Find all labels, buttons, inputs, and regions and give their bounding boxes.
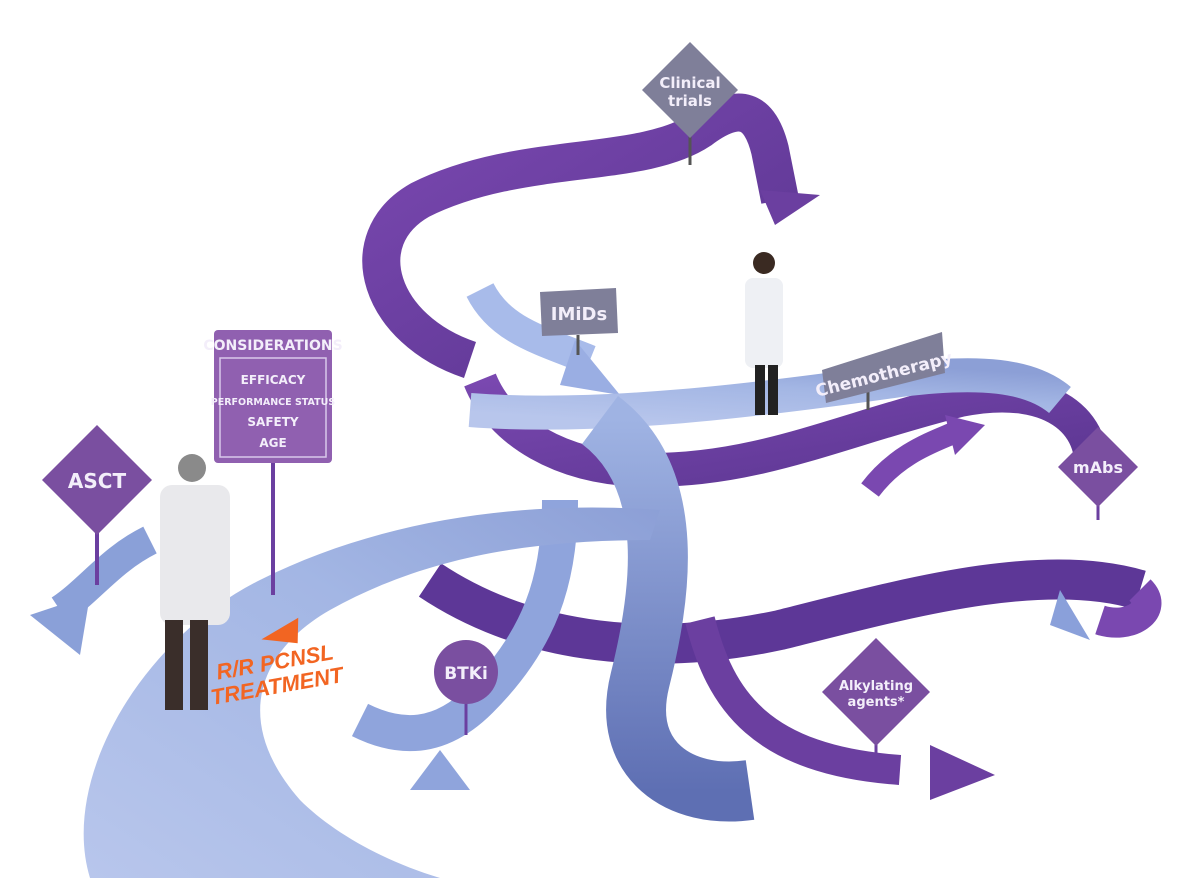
- consideration-item: AGE: [259, 436, 286, 450]
- arrow-head-icon: [760, 190, 820, 225]
- consideration-item: SAFETY: [247, 415, 299, 429]
- clinical-trials-sign: Clinical trials: [642, 42, 738, 165]
- purple-ribbons: [362, 93, 1162, 800]
- arrow-head-icon: [945, 415, 985, 455]
- arrow-head-icon: [930, 745, 995, 800]
- btki-label: BTKi: [444, 664, 488, 684]
- imids-sign: IMiDs: [540, 288, 618, 355]
- alkylating-line2: agents*: [848, 695, 905, 710]
- imids-label: IMiDs: [551, 304, 607, 325]
- alkylating-agents-sign: Alkylating agents*: [822, 638, 930, 770]
- clinical-trials-line2: trials: [668, 92, 712, 110]
- arrow-head-icon: [1050, 590, 1090, 640]
- triangle-arrow-icon: [261, 617, 299, 644]
- btki-sign: BTKi: [434, 640, 498, 735]
- doctor-female-figure: [745, 252, 783, 415]
- consideration-item: EFFICACY: [241, 373, 306, 387]
- arrow-head-icon: [410, 750, 470, 790]
- asct-sign: ASCT: [42, 425, 152, 585]
- arrow-head-icon: [560, 340, 620, 395]
- consideration-item: PERFORMANCE STATUS: [211, 397, 336, 408]
- doctor-male-figure: [160, 454, 230, 710]
- arrow-head-icon: [30, 595, 90, 655]
- mabs-label: mAbs: [1073, 458, 1123, 477]
- asct-label: ASCT: [68, 469, 127, 493]
- clinical-trials-line1: Clinical: [659, 74, 720, 92]
- mabs-sign: mAbs: [1058, 427, 1138, 520]
- alkylating-line1: Alkylating: [839, 679, 913, 694]
- considerations-sign: CONSIDERATIONS EFFICACY PERFORMANCE STAT…: [203, 330, 343, 595]
- considerations-title: CONSIDERATIONS: [203, 338, 342, 354]
